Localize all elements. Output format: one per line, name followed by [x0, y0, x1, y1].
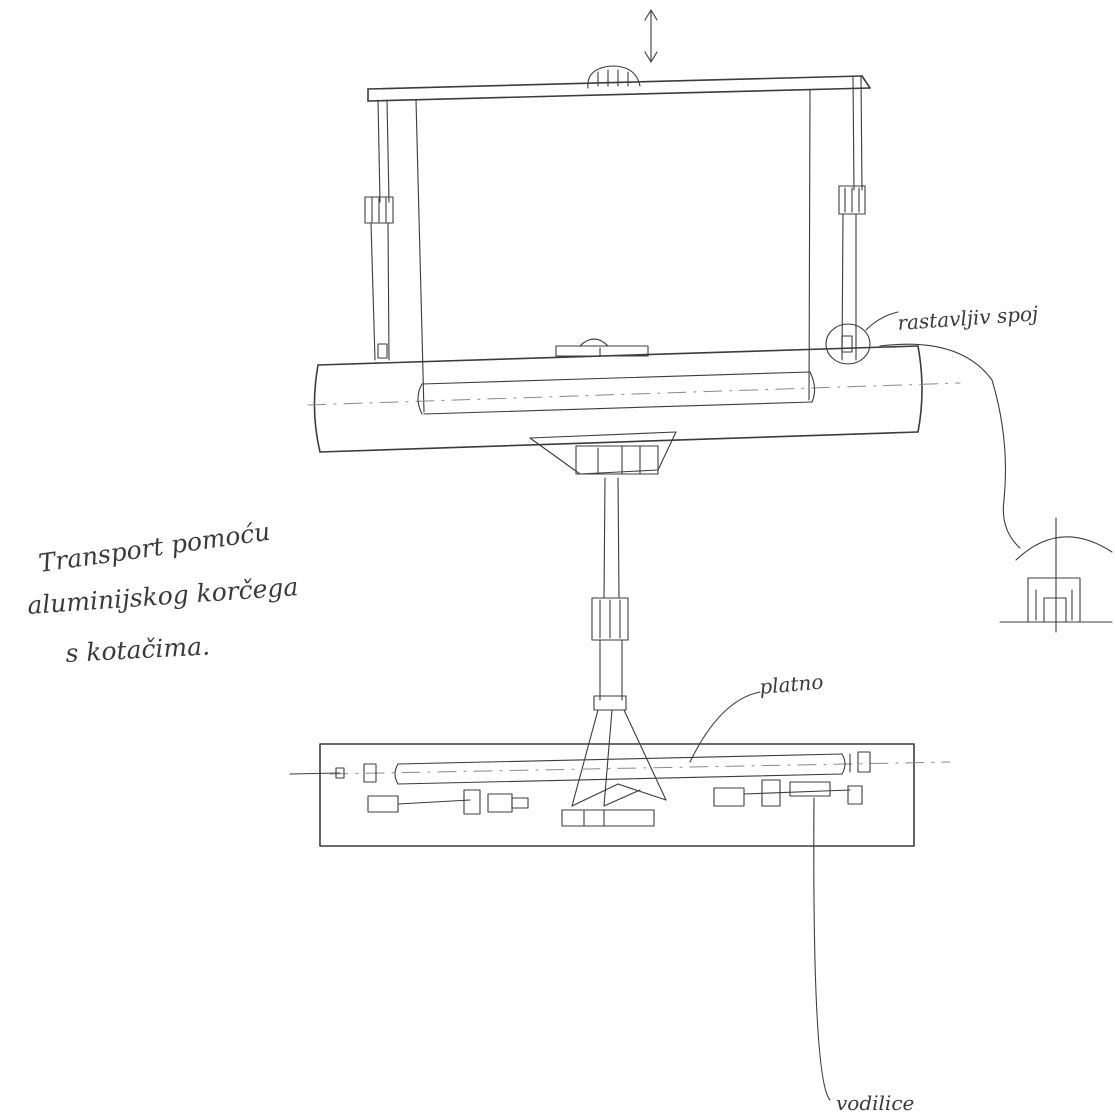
bottom-clip [555, 338, 649, 357]
guides-leader [813, 797, 831, 1101]
left-post [364, 99, 394, 361]
joint-detail [999, 517, 1113, 633]
screen-top-bar [367, 75, 871, 102]
handle-section [561, 809, 655, 827]
guides-label: vodilice [836, 1091, 914, 1115]
screen-canvas-outline [415, 89, 811, 413]
right-guide [713, 779, 863, 807]
left-guide [367, 789, 529, 815]
stand-pole [591, 477, 629, 711]
carrying-case-tube [313, 345, 923, 453]
height-adjust-arrow [644, 9, 658, 63]
transport-note: Transport pomoću aluminijskog korčega s … [26, 517, 299, 668]
case-centerline [307, 382, 961, 406]
joint-callout [825, 311, 1021, 549]
tripod-legs [571, 709, 667, 807]
canvas-roll-section [394, 753, 846, 785]
canvas-leader [689, 691, 761, 763]
stand-mount [529, 431, 677, 475]
transport-note-line-1: Transport pomoću [37, 517, 272, 578]
transport-note-line-3: s kotačima. [65, 631, 211, 668]
right-post [838, 75, 866, 361]
rolled-canvas [417, 371, 816, 415]
end-caps [335, 751, 871, 783]
canvas-label: platno [758, 669, 824, 698]
case-section-outline [319, 743, 915, 847]
screen-assembly [307, 9, 1113, 807]
joint-label: rastavljiv spoj [897, 301, 1039, 335]
top-handle [587, 65, 641, 89]
case-section [289, 691, 951, 1101]
transport-note-line-2: aluminijskog korčega [26, 572, 299, 620]
